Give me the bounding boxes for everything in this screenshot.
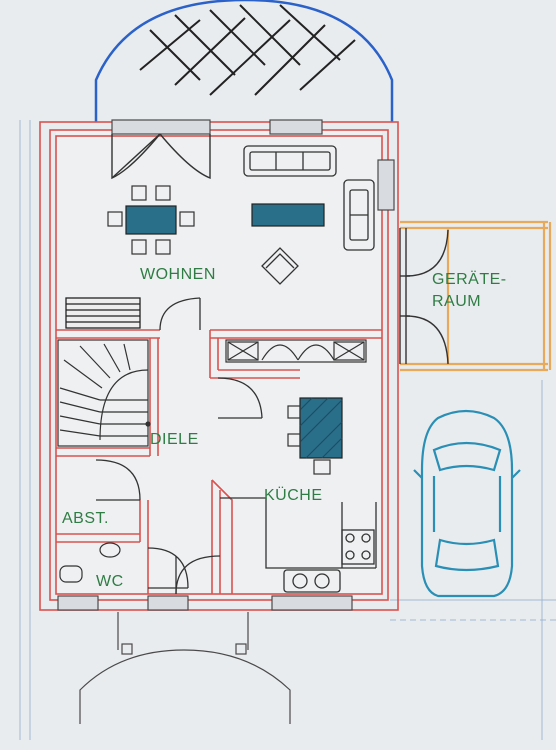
sink-kitchen-icon: [283, 569, 341, 593]
wc-fixtures: [59, 542, 121, 583]
terrace-door: [111, 133, 211, 180]
stove-icon: [341, 529, 375, 565]
room-label-geraete-line1: GERÄTE-: [432, 270, 507, 288]
window-bottom-wc: [57, 595, 99, 611]
car-icon: [413, 409, 521, 598]
door-swing-wc: [147, 547, 189, 589]
outer-walls: [39, 121, 399, 611]
window-bottom-kitchen: [271, 595, 353, 611]
armchair-round: [261, 247, 299, 285]
living-furniture: [243, 145, 375, 285]
door-swing-living: [159, 297, 201, 331]
kitchen-stools: [287, 405, 331, 475]
door-swing-abst: [95, 459, 141, 501]
kitchen-island: [287, 397, 343, 475]
room-label-abst: ABST.: [62, 510, 109, 527]
storage-shed: [399, 220, 552, 372]
armchair-right: [343, 179, 375, 251]
window-top-right: [269, 119, 323, 135]
toilet-icon: [59, 565, 83, 583]
interior-floor: [56, 130, 382, 598]
window-top-left: [111, 119, 211, 135]
window-bottom-hall: [147, 595, 189, 611]
site-guide-lines: [19, 120, 556, 740]
room-label-kueche: KÜCHE: [264, 486, 323, 504]
room-label-geraete-line2: RAUM: [432, 293, 481, 310]
cabinet-row: [225, 339, 367, 363]
room-label-diele: DIELE: [150, 431, 199, 448]
dining-chairs: [107, 185, 195, 255]
windows: [57, 119, 395, 611]
door-swing-kitchen: [217, 377, 263, 419]
interior-walls: [56, 329, 382, 594]
terrace: [94, 0, 394, 122]
fireplace: [65, 297, 141, 329]
dining-table: [125, 205, 177, 235]
window-right: [377, 159, 395, 211]
staircase: [57, 339, 151, 447]
cabinet-crosses: [227, 341, 365, 361]
coffee-table: [251, 203, 325, 227]
kitchen-counter: [220, 497, 377, 593]
entry-door: [175, 555, 221, 595]
dining-set: [107, 185, 195, 255]
terrace-hatching: [139, 4, 356, 96]
room-label-wc: WC: [96, 573, 124, 590]
entrance-porch: [79, 612, 291, 724]
sofa: [243, 145, 337, 177]
sink-icon: [99, 542, 121, 558]
room-label-wohnen: WOHNEN: [140, 266, 216, 283]
